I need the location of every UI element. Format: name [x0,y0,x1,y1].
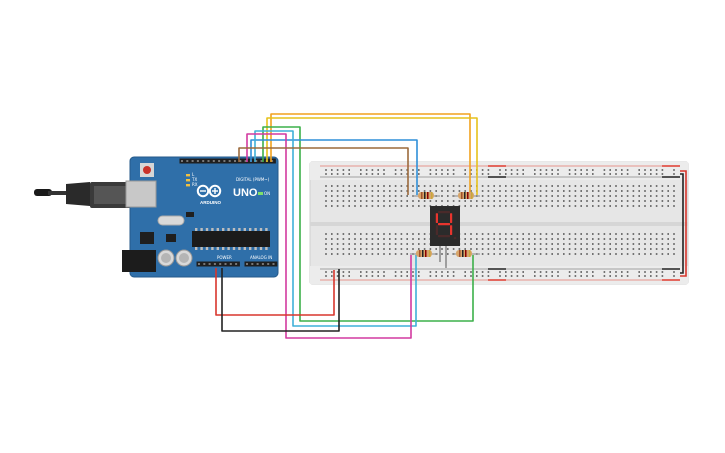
crystal-oscillator [157,215,185,226]
digital-header-label: DIGITAL (PWM~) [236,177,270,182]
wire-green-top[interactable] [262,126,474,322]
wire-cyan[interactable] [254,130,417,327]
atmega-chip [192,228,270,250]
rail-jumper-wires[interactable] [680,170,687,277]
resistor-top-left[interactable] [412,192,440,199]
wire-blue[interactable] [250,139,418,195]
on-led-label: ON [264,191,270,196]
arduino-uno-board[interactable]: UNO ARDUINO ON L TX RX DIGITAL (PWM~) PO… [122,156,279,278]
led-tx-label: TX [191,177,197,182]
segment-f [435,213,438,223]
wire-orange[interactable] [270,113,471,195]
led-l-label: L [192,172,195,177]
seven-segment-display[interactable] [430,206,460,246]
display-segments [435,211,453,238]
led-rx-label: RX [192,182,198,187]
status-leds [186,174,190,187]
power-header-label: POWER [217,255,232,260]
usb-cable [34,182,132,208]
wires[interactable] [215,113,478,339]
segment-e [435,225,438,235]
digital-pin-header[interactable] [179,158,276,164]
board-brand-label: ARDUINO [200,200,221,205]
wire-5v-red[interactable] [215,268,335,316]
resistor-bottom-left[interactable] [410,250,438,257]
power-pin-header[interactable] [196,261,240,267]
arduino-logo-icon [196,184,222,198]
segment-a [438,211,450,214]
breadboard[interactable] [309,161,689,285]
power-jack [122,250,156,272]
wire-magenta[interactable] [246,133,412,339]
decimal-point [453,236,457,240]
analog-pin-header[interactable] [244,261,278,267]
segment-d [438,235,450,238]
segment-g [438,223,450,226]
wire-brown[interactable] [238,147,409,195]
board-model-label: UNO [233,187,258,199]
resistor-bottom-right[interactable] [452,250,480,257]
smd-part [186,212,194,217]
wire-gnd-black[interactable] [221,268,340,332]
on-led-icon [258,192,263,195]
usb-port [125,180,157,208]
analog-header-label: ANALOG IN [250,255,272,260]
usb-chip [166,234,176,242]
rail-end-markers [488,165,680,281]
component-leads [439,246,447,268]
capacitors [157,249,193,267]
segment-b [450,213,453,223]
resistor-top-right[interactable] [452,192,480,199]
segment-c [450,225,453,235]
voltage-regulator [140,232,154,244]
reset-button[interactable] [140,163,154,177]
